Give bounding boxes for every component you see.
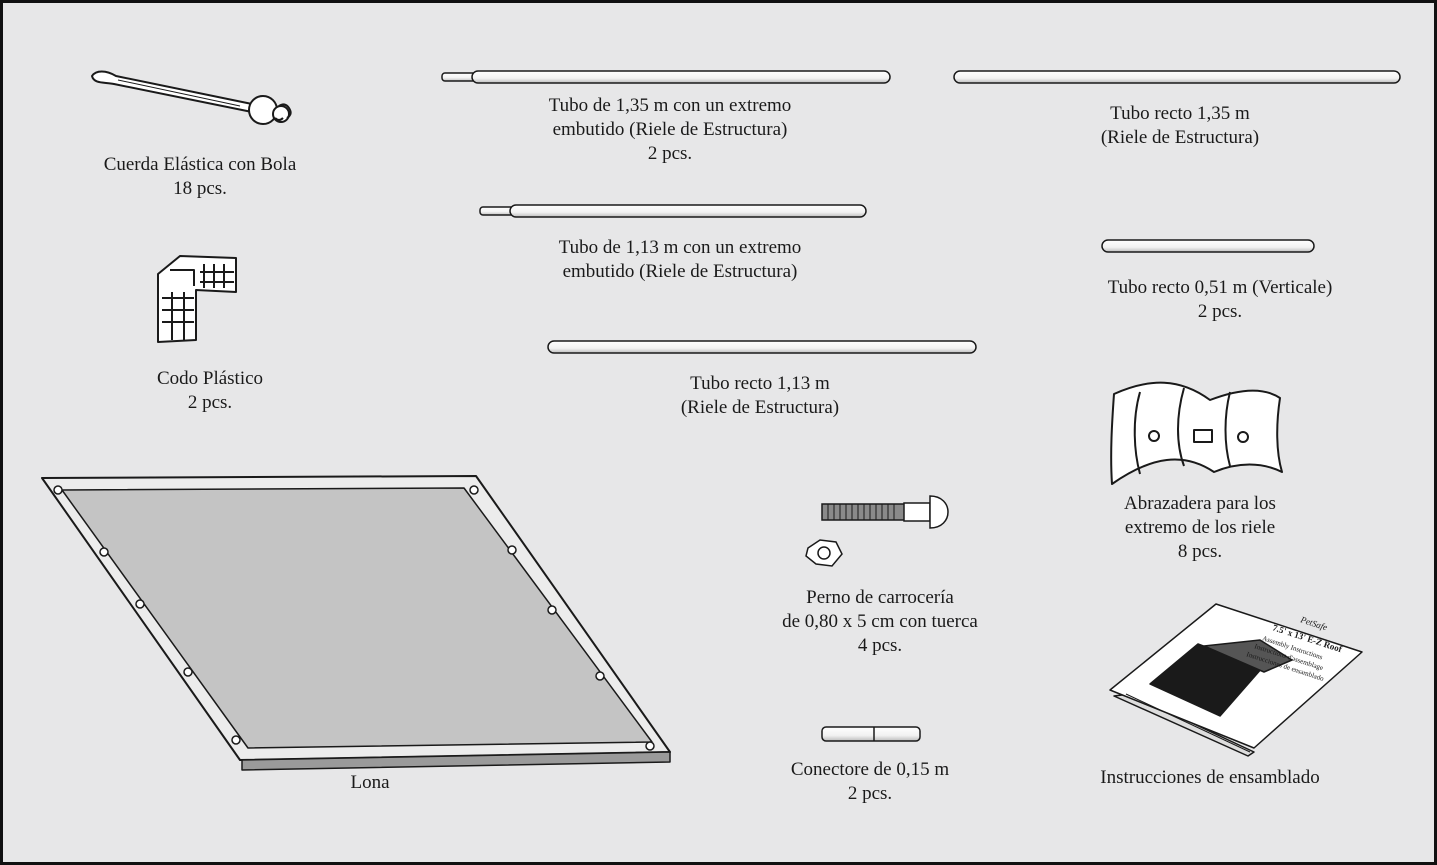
tarp-name: Lona (350, 772, 390, 793)
tube-113-straight-line2: (Riele de Estructura) (680, 397, 840, 418)
bolt-label: Perno de carrocería de 0,80 x 5 cm con t… (700, 586, 1060, 658)
elbow-name: Codo Plástico (156, 368, 264, 389)
tube-051-label: Tubo recto 0,51 m (Verticale) 2 pcs. (1040, 276, 1400, 324)
bolt-line1: Perno de carrocería (806, 587, 954, 608)
tube-135-straight-label: Tubo recto 1,35 m (Riele de Estructura) (1020, 102, 1340, 150)
tube-113-swaged-illustration (479, 204, 867, 218)
tarp-label: Lona (290, 771, 450, 795)
tube-113-swaged-label: Tubo de 1,13 m con un extremo embutido (… (490, 236, 870, 284)
tube-135-swaged-line1: Tubo de 1,35 m con un extremo (548, 95, 792, 116)
manual-name: Instrucciones de ensamblado (1100, 767, 1320, 788)
clamp-line1: Abrazadera para los (1124, 493, 1276, 514)
bungee-name: Cuerda Elástica con Bola (103, 154, 297, 175)
clamp-label: Abrazadera para los extremo de los riele… (1060, 492, 1340, 564)
clamp-qty: 8 pcs. (1177, 541, 1223, 562)
manual-label: Instrucciones de ensamblado (1060, 766, 1360, 790)
tube-051-line1: Tubo recto 0,51 m (Verticale) (1107, 277, 1333, 298)
connector-line1: Conectore de 0,15 m (790, 759, 950, 780)
tube-135-straight-line1: Tubo recto 1,35 m (1110, 103, 1250, 124)
tube-135-swaged-label: Tubo de 1,35 m con un extremo embutido (… (480, 94, 860, 166)
tube-113-straight-line1: Tubo recto 1,13 m (690, 373, 830, 394)
carriage-bolt-illustration (805, 495, 949, 567)
elbow-qty: 2 pcs. (187, 392, 233, 413)
clamp-line2: extremo de los riele (1124, 517, 1276, 538)
bungee-qty: 18 pcs. (173, 178, 227, 199)
tube-113-swaged-line2: embutido (Riele de Estructura) (562, 261, 798, 282)
plastic-elbow-illustration (157, 255, 237, 343)
tarp-illustration (41, 475, 671, 771)
tube-135-straight-illustration (953, 70, 1401, 84)
tube-135-swaged-illustration (441, 70, 891, 84)
bungee-cord-illustration (91, 70, 292, 125)
tube-113-straight-illustration (547, 340, 977, 354)
tube-051-qty: 2 pcs. (1197, 301, 1243, 322)
tube-051-illustration (1101, 239, 1315, 253)
connector-label: Conectore de 0,15 m 2 pcs. (720, 758, 1020, 806)
manual-cover-brand: PetSafe (1298, 614, 1328, 632)
connector-qty: 2 pcs. (847, 783, 893, 804)
tube-135-straight-line2: (Riele de Estructura) (1100, 127, 1260, 148)
tube-113-swaged-line1: Tubo de 1,13 m con un extremo (558, 237, 802, 258)
tube-135-swaged-line2: embutido (Riele de Estructura) (552, 119, 788, 140)
manual-illustration (1109, 603, 1363, 757)
bolt-qty: 4 pcs. (857, 635, 903, 656)
bolt-line2: de 0,80 x 5 cm con tuerca (782, 611, 978, 632)
clamp-illustration (1110, 381, 1283, 485)
elbow-label: Codo Plástico 2 pcs. (110, 367, 310, 415)
bungee-label: Cuerda Elástica con Bola 18 pcs. (40, 153, 360, 201)
tube-113-straight-label: Tubo recto 1,13 m (Riele de Estructura) (600, 372, 920, 420)
connector-illustration (821, 726, 921, 742)
tube-135-swaged-qty: 2 pcs. (647, 143, 693, 164)
